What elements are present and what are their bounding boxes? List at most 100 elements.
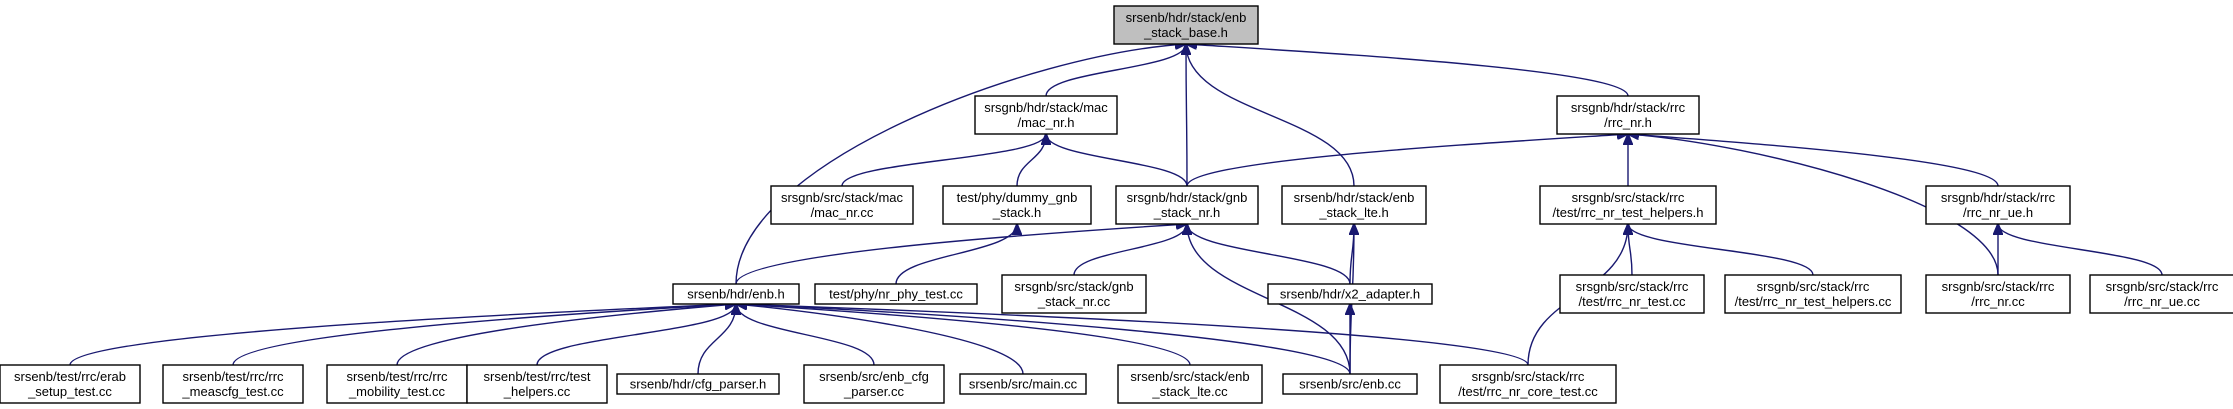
graph-node[interactable]: test/phy/dummy_gnb_stack.h xyxy=(942,185,1092,225)
node-label-line: srsgnb/hdr/stack/rrc xyxy=(1941,190,2056,205)
edge-n22-to-n9 xyxy=(736,304,875,366)
node-label-line: srsgnb/hdr/stack/mac xyxy=(984,100,1108,115)
node-box xyxy=(1117,364,1263,404)
node-label-line: test/phy/nr_phy_test.cc xyxy=(829,287,963,302)
graph-node[interactable]: srsenb/test/rrc/rrc_mobility_test.cc xyxy=(326,364,468,404)
node-label-line: srsenb/hdr/stack/enb xyxy=(1126,10,1247,25)
node-label-line: _stack_base.h xyxy=(1143,25,1228,40)
node-box xyxy=(326,364,468,404)
root-node-box xyxy=(1113,5,1259,45)
node-label-line: /test/rrc_nr_test_helpers.cc xyxy=(1735,294,1892,309)
node-label-line: _stack_nr.h xyxy=(1153,205,1221,220)
edge-n10-to-n4 xyxy=(895,224,1017,285)
graph-node[interactable]: srsenb/src/stack/enb_stack_lte.cc xyxy=(1117,364,1263,404)
edge-n23-to-n9 xyxy=(736,304,1024,375)
graph-node[interactable]: srsgnb/src/stack/mac/mac_nr.cc xyxy=(770,185,914,225)
nodes-layer: srsenb/hdr/stack/enb_stack_base.h srsgnb/… xyxy=(0,5,2233,404)
graph-node[interactable]: srsgnb/hdr/stack/mac/mac_nr.h xyxy=(974,95,1118,135)
graph-node[interactable]: srsenb/hdr/x2_adapter.h xyxy=(1267,283,1433,305)
node-label-line: _parser.cc xyxy=(843,384,904,399)
node-box xyxy=(2089,274,2233,314)
node-label-line: /mac_nr.h xyxy=(1017,115,1074,130)
edge-n12-to-n5 xyxy=(1187,224,1351,285)
graph-node[interactable]: srsenb/test/rrc/test_helpers.cc xyxy=(466,364,608,404)
graph-node[interactable]: srsgnb/hdr/stack/rrc/rrc_nr.h xyxy=(1556,95,1700,135)
node-box xyxy=(162,364,304,404)
graph-node[interactable]: srsgnb/src/stack/rrc/test/rrc_nr_test_he… xyxy=(1539,185,1717,225)
graph-node[interactable]: srsgnb/src/stack/gnb_stack_nr.cc xyxy=(1001,274,1147,314)
edge-n8-to-n2 xyxy=(1628,134,1999,187)
edge-n6-to-n0 xyxy=(1186,44,1355,187)
node-label-line: srsgnb/src/stack/gnb xyxy=(1014,279,1133,294)
node-label-line: srsenb/hdr/enb.h xyxy=(687,287,785,302)
graph-node[interactable]: srsenb/src/enb.cc xyxy=(1282,373,1418,395)
graph-node[interactable]: test/phy/nr_phy_test.cc xyxy=(814,283,978,305)
node-label-line: srsenb/src/stack/enb xyxy=(1130,369,1249,384)
node-label-line: /mac_nr.cc xyxy=(811,205,874,220)
node-box xyxy=(814,283,978,305)
node-box xyxy=(1282,373,1418,395)
edge-n17-to-n9 xyxy=(69,304,736,366)
edge-n9-to-n0 xyxy=(735,44,1186,285)
node-label-line: srsenb/hdr/cfg_parser.h xyxy=(630,377,767,392)
node-box xyxy=(1724,274,1902,314)
node-box xyxy=(1539,185,1717,225)
graph-node[interactable]: srsgnb/hdr/stack/rrc/rrc_nr_ue.h xyxy=(1925,185,2071,225)
node-box xyxy=(616,373,780,395)
node-label-line: _stack_lte.h xyxy=(1318,205,1388,220)
node-label-line: srsgnb/src/stack/rrc xyxy=(2106,279,2219,294)
graph-node[interactable]: srsenb/test/rrc/erab_setup_test.cc xyxy=(0,364,141,404)
edges-layer xyxy=(69,44,2163,375)
node-box xyxy=(1439,364,1617,404)
node-label-line: /rrc_nr_ue.cc xyxy=(2124,294,2200,309)
node-box xyxy=(1559,274,1705,314)
node-box xyxy=(1281,185,1427,225)
graph-node[interactable]: srsenb/hdr/cfg_parser.h xyxy=(616,373,780,395)
edge-n18-to-n9 xyxy=(232,304,736,366)
edge-n16-to-n8 xyxy=(1998,224,2163,276)
node-box xyxy=(466,364,608,404)
edge-n20-to-n9 xyxy=(536,304,736,366)
graph-node[interactable]: srsgnb/src/stack/rrc/test/rrc_nr_core_te… xyxy=(1439,364,1617,404)
edge-n5-to-n1 xyxy=(1046,134,1188,187)
node-label-line: srsgnb/hdr/stack/gnb xyxy=(1127,190,1248,205)
graph-node[interactable]: srsenb/src/main.cc xyxy=(959,373,1087,395)
node-label-line: srsenb/test/rrc/rrc xyxy=(346,369,448,384)
graph-node[interactable]: srsenb/hdr/stack/enb_stack_lte.h xyxy=(1281,185,1427,225)
edge-n4-to-n1 xyxy=(1016,134,1046,187)
edge-n11-to-n5 xyxy=(1073,224,1187,276)
graph-node[interactable]: srsenb/test/rrc/rrc_meascfg_test.cc xyxy=(162,364,304,404)
node-label-line: srsenb/test/rrc/erab xyxy=(14,369,126,384)
node-box xyxy=(959,373,1087,395)
graph-node[interactable]: srsgnb/src/stack/rrc/test/rrc_nr_test.cc xyxy=(1559,274,1705,314)
node-box xyxy=(1925,274,2071,314)
node-box xyxy=(672,283,800,305)
node-label-line: _meascfg_test.cc xyxy=(181,384,284,399)
graph-node[interactable]: srsenb/src/enb_cfg_parser.cc xyxy=(803,364,945,404)
node-label-line: _stack.h xyxy=(992,205,1041,220)
node-label-line: srsgnb/src/stack/rrc xyxy=(1572,190,1685,205)
graph-node[interactable]: srsgnb/src/stack/rrc/test/rrc_nr_test_he… xyxy=(1724,274,1902,314)
node-label-line: srsgnb/src/stack/mac xyxy=(781,190,904,205)
edge-n26-to-n9 xyxy=(736,304,1529,366)
node-box xyxy=(1556,95,1700,135)
edge-n13-to-n7 xyxy=(1628,224,1632,276)
node-label-line: srsenb/src/main.cc xyxy=(969,377,1078,392)
graph-node[interactable]: srsenb/hdr/stack/enb_stack_base.h xyxy=(1113,5,1259,45)
edge-n21-to-n9 xyxy=(697,304,736,375)
graph-node[interactable]: srsgnb/hdr/stack/gnb_stack_nr.h xyxy=(1115,185,1259,225)
node-label-line: _helpers.cc xyxy=(503,384,571,399)
node-box xyxy=(974,95,1118,135)
node-label-line: srsenb/hdr/x2_adapter.h xyxy=(1280,287,1420,302)
node-label-line: /test/rrc_nr_test_helpers.h xyxy=(1552,205,1703,220)
edge-n15-to-n2 xyxy=(1628,134,1999,276)
edge-n14-to-n7 xyxy=(1628,224,1814,276)
graph-node[interactable]: srsenb/hdr/enb.h xyxy=(672,283,800,305)
graph-node[interactable]: srsgnb/src/stack/rrc/rrc_nr_ue.cc xyxy=(2089,274,2233,314)
node-box xyxy=(1925,185,2071,225)
node-label-line: srsgnb/src/stack/rrc xyxy=(1576,279,1689,294)
node-box xyxy=(1115,185,1259,225)
graph-node[interactable]: srsgnb/src/stack/rrc/rrc_nr.cc xyxy=(1925,274,2071,314)
node-label-line: srsenb/test/rrc/test xyxy=(484,369,591,384)
node-label-line: _stack_nr.cc xyxy=(1037,294,1111,309)
